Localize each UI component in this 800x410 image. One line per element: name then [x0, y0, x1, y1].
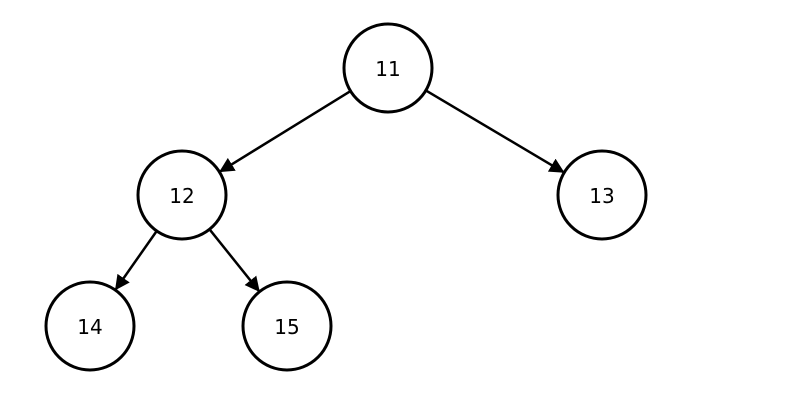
node-circle: [342, 22, 434, 114]
node-circle: [136, 149, 228, 241]
node-label: 14: [77, 315, 102, 339]
node-label: 12: [169, 184, 194, 208]
tree-node-15: 15: [241, 280, 333, 372]
tree-node-12: 12: [136, 149, 228, 241]
node-label: 15: [274, 315, 299, 339]
tree-node-13: 13: [556, 149, 648, 241]
node-label: 13: [589, 184, 614, 208]
edges-layer: [114, 89, 565, 293]
node-label: 11: [375, 57, 400, 81]
node-circle: [556, 149, 648, 241]
edge-n12-n14: [114, 230, 158, 291]
nodes-layer: 11 12 13 14 15: [44, 22, 648, 372]
edge-n11-n12: [219, 90, 352, 173]
node-circle: [241, 280, 333, 372]
tree-node-14: 14: [44, 280, 136, 372]
node-circle: [44, 280, 136, 372]
edge-n11-n13: [425, 89, 565, 174]
tree-node-11: 11: [342, 22, 434, 114]
edge-n12-n15: [208, 228, 260, 293]
